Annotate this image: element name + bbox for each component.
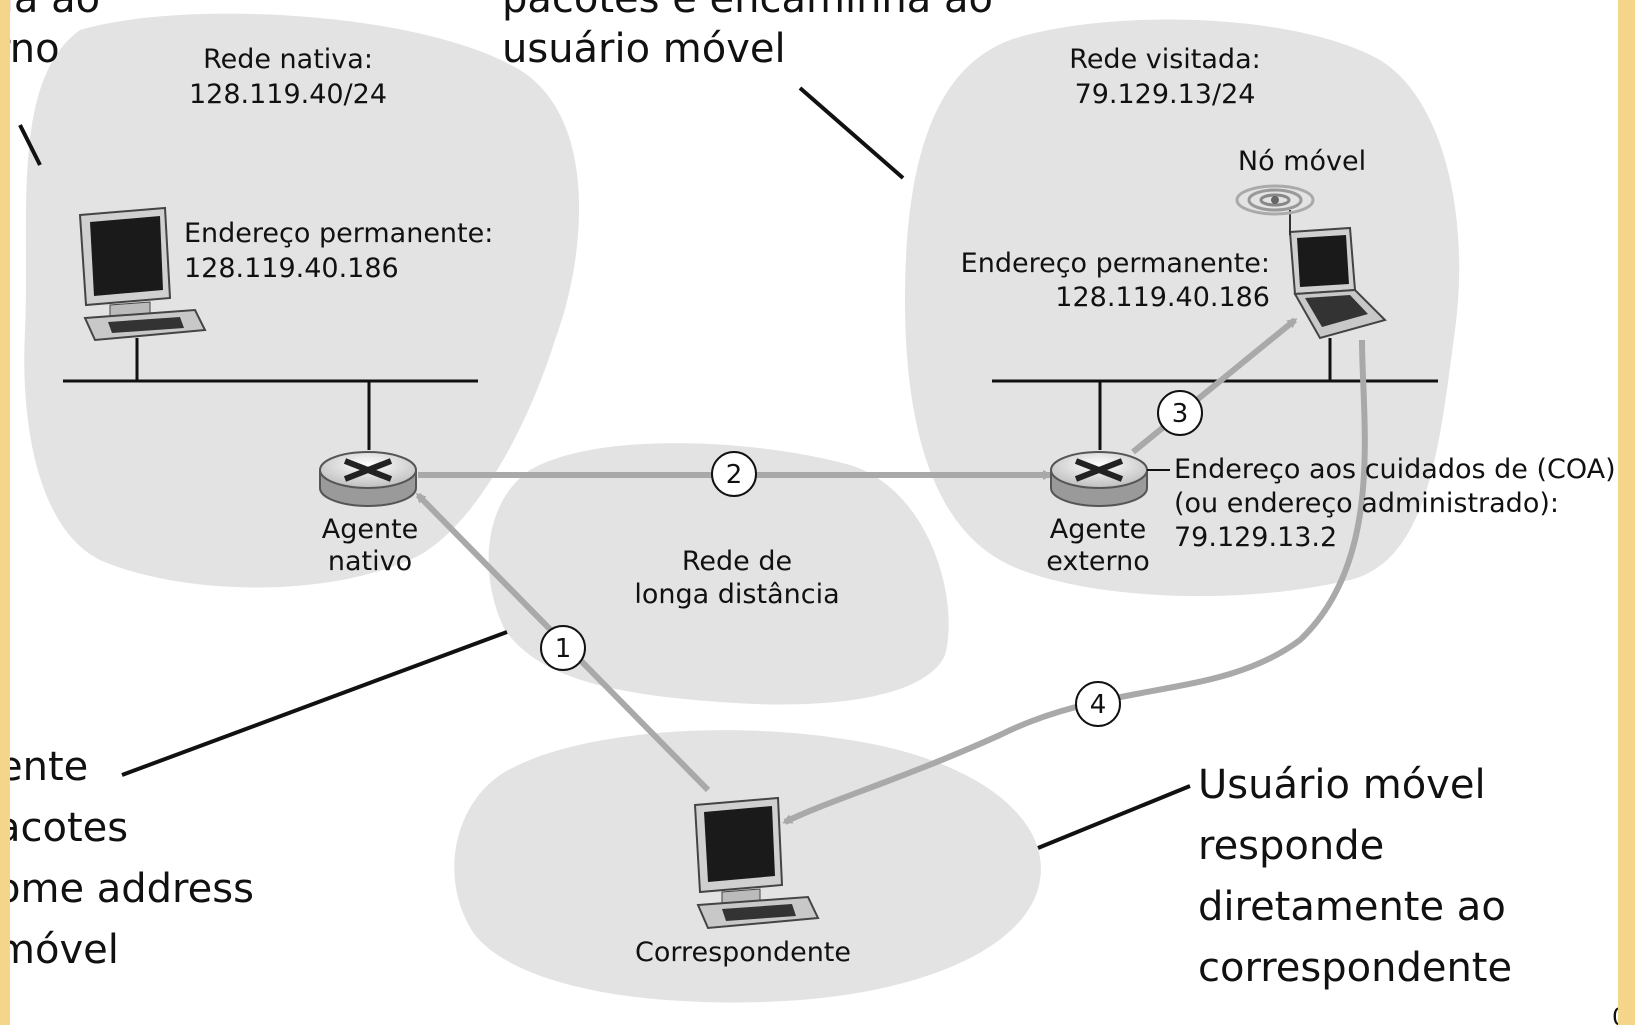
- wireless-signal-icon: [1235, 184, 1315, 216]
- home-host-label: Endereço permanente:: [184, 218, 493, 249]
- mobile-node-label: Nó móvel: [1238, 146, 1366, 177]
- svg-text:4: 4: [1090, 690, 1107, 720]
- coa-label-2: (ou endereço administrado):: [1174, 488, 1559, 519]
- annotation-top-center-line1: pacotes e encaminha ao: [502, 0, 993, 22]
- flow-3-arrow: [1131, 317, 1298, 455]
- mobile-node-address-label: Endereço permanente:: [961, 248, 1270, 279]
- coa-label: Endereço aos cuidados de (COA): [1174, 454, 1616, 485]
- svg-text:1: 1: [555, 634, 572, 664]
- home-network-prefix: 128.119.40/24: [189, 79, 387, 110]
- mobile-ip-diagram: 1 2 3 4: [10, 0, 1618, 1025]
- mobile-node-address: 128.119.40.186: [1055, 282, 1270, 313]
- step-1-badge: 1: [540, 625, 586, 671]
- annotation-bottom-right-line4: correspondente: [1198, 945, 1512, 991]
- home-host-computer-icon: [78, 206, 207, 342]
- home-agent-label-2: nativo: [328, 546, 412, 577]
- annotation-top-center-line2: usuário móvel: [502, 26, 786, 72]
- visited-network-prefix: 79.129.13/24: [1075, 79, 1256, 110]
- coa-address: 79.129.13.2: [1174, 522, 1337, 553]
- correspondent-computer-icon: [693, 796, 820, 930]
- foreign-agent-label-2: externo: [1046, 546, 1150, 577]
- home-agent-label: Agente: [322, 514, 419, 545]
- home-network-cloud: [24, 13, 580, 588]
- annotation-top-left-line2: rno: [10, 26, 60, 72]
- step-2-badge: 2: [711, 451, 757, 497]
- svg-text:2: 2: [726, 460, 743, 490]
- annotation-bottom-left-line2: acotes: [10, 805, 128, 851]
- home-host-address: 128.119.40.186: [184, 253, 399, 284]
- annotation-bottom-right-line3: diretamente ao: [1198, 884, 1506, 930]
- step-4-badge: 4: [1075, 681, 1121, 727]
- annotation-bottom-right-line1: Usuário móvel: [1198, 762, 1486, 808]
- page-number: 0: [1612, 1003, 1618, 1025]
- wan-cloud: [488, 443, 949, 705]
- wan-label-2: longa distância: [634, 579, 839, 610]
- visited-network-cloud: [905, 19, 1460, 597]
- annotation-bottom-left-line1: ente: [10, 744, 88, 790]
- correspondent-label: Correspondente: [635, 937, 851, 968]
- foreign-agent-router-icon: [1050, 451, 1148, 507]
- step-3-badge: 3: [1157, 390, 1203, 436]
- svg-text:3: 3: [1172, 399, 1189, 429]
- annotation-bottom-right-line2: responde: [1198, 823, 1384, 869]
- flow-4-arrow: [782, 339, 1368, 825]
- mobile-laptop-icon: [1288, 210, 1387, 340]
- foreign-agent-label: Agente: [1050, 514, 1147, 545]
- annotation-top-left-line1: ervia ao: [10, 0, 100, 22]
- visited-network-title: Rede visitada:: [1069, 44, 1260, 75]
- annotation-bottom-left-line4: móvel: [10, 927, 119, 973]
- wan-label: Rede de: [682, 546, 792, 577]
- home-network-title: Rede nativa:: [203, 44, 373, 75]
- slide: 1 2 3 4: [10, 0, 1618, 1025]
- home-agent-router-icon: [319, 451, 417, 507]
- annotation-bottom-left-line3: ome address: [10, 866, 254, 912]
